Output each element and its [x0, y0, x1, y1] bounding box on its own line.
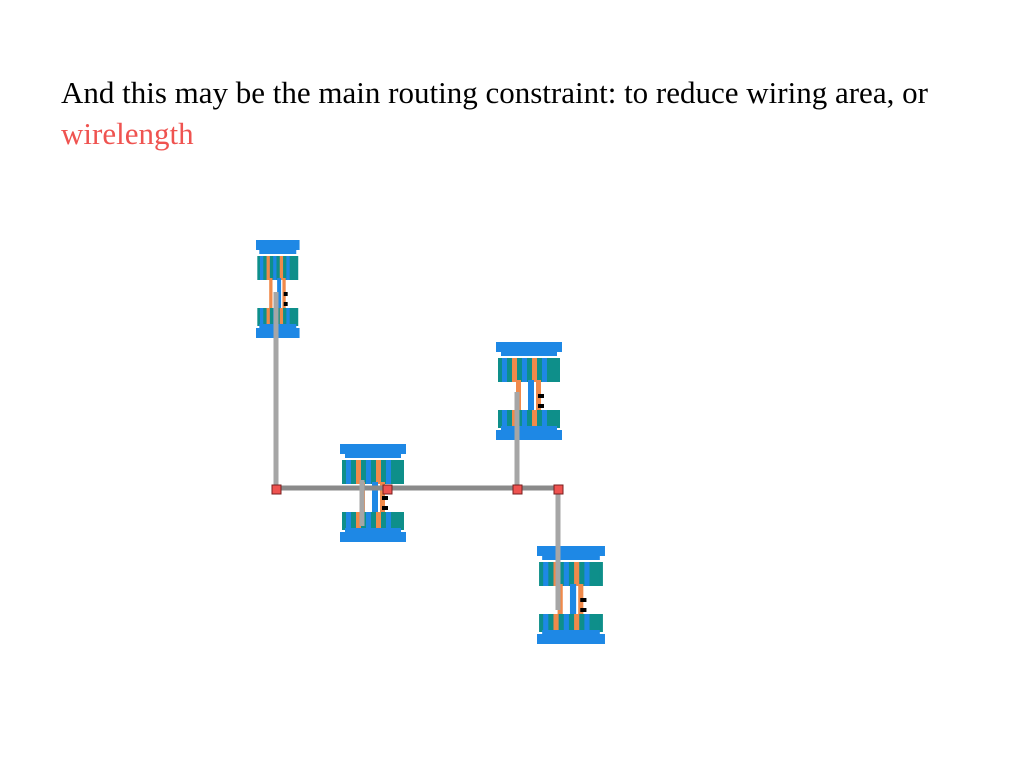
- routing-wires: [273, 292, 561, 610]
- pin-point: [271, 484, 282, 495]
- standard-cell-3: [496, 342, 562, 440]
- pin-points: [271, 484, 564, 495]
- wirelength-highlight: wirelength: [61, 116, 194, 151]
- standard-cell-2: [340, 444, 406, 542]
- slide-text: And this may be the main routing constra…: [61, 72, 961, 154]
- pin-point: [382, 484, 393, 495]
- slide-text-main: And this may be the main routing constra…: [61, 75, 928, 110]
- pin-point: [553, 484, 564, 495]
- standard-cell-4: [537, 546, 605, 644]
- pin-point: [512, 484, 523, 495]
